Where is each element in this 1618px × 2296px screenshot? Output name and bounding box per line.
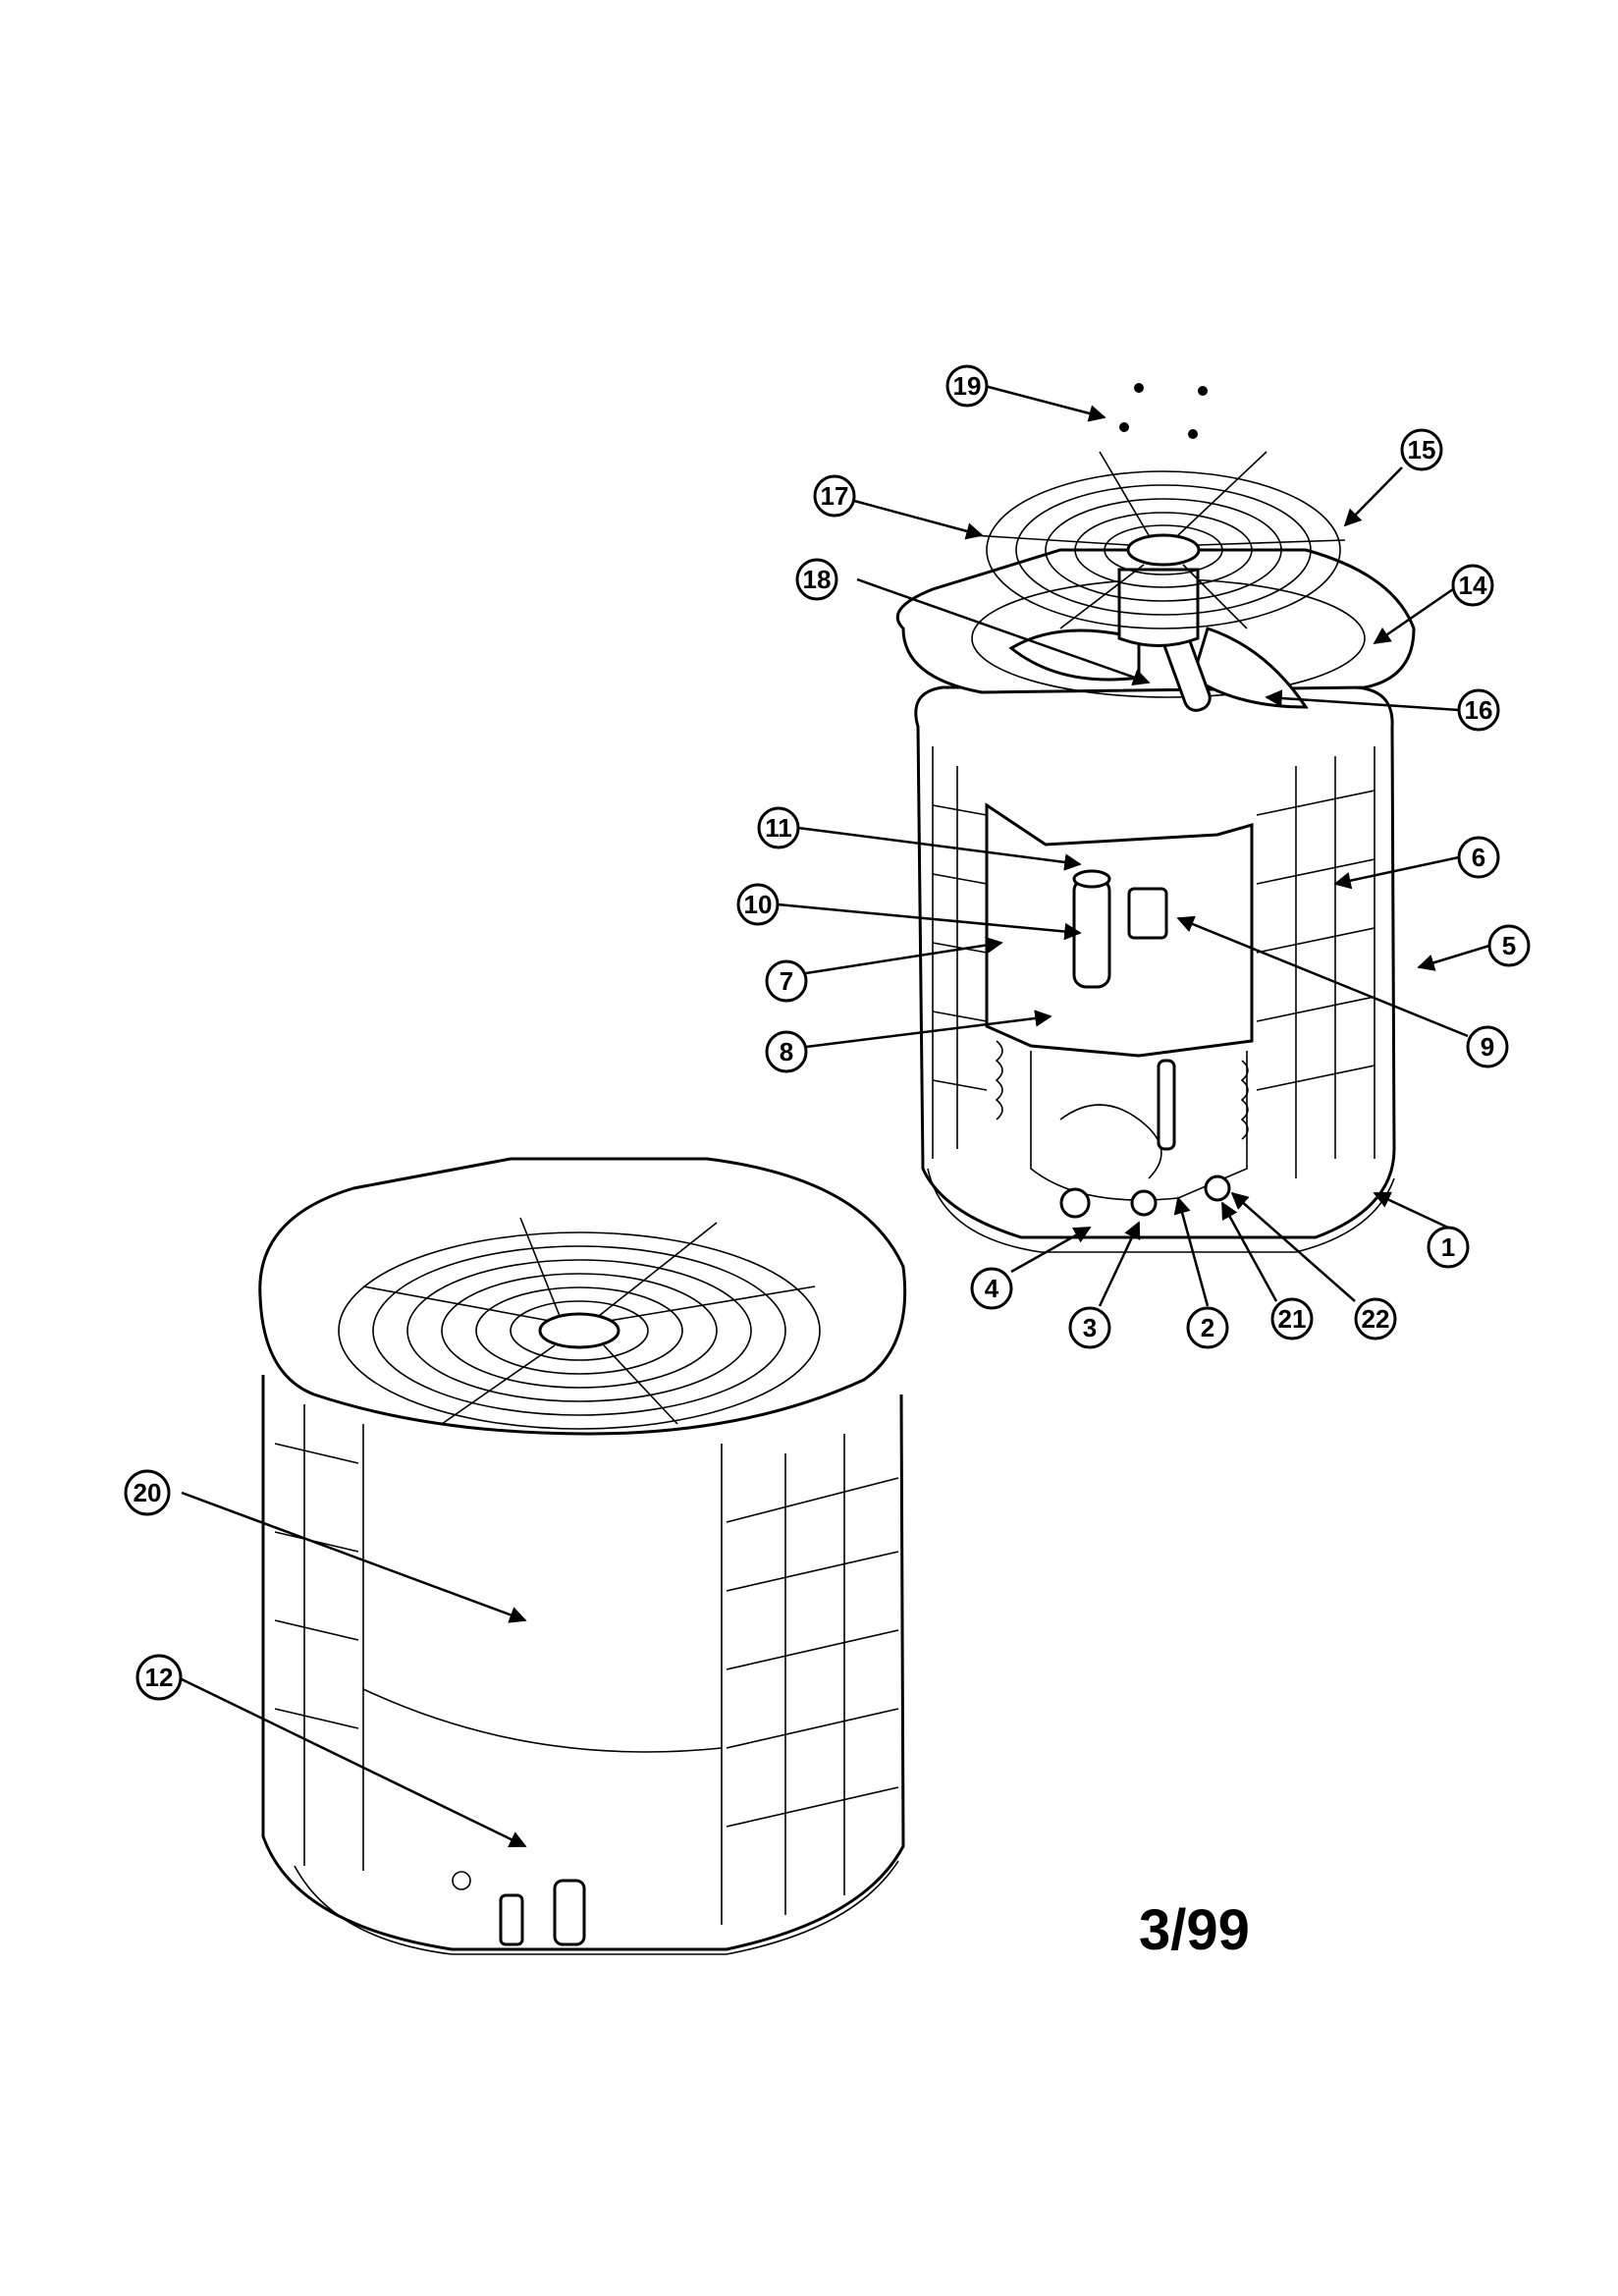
svg-text:16: 16 bbox=[1465, 695, 1493, 725]
contactor bbox=[1127, 887, 1168, 940]
callout-4: 4 bbox=[970, 1267, 1013, 1310]
fan-guard-assembled bbox=[338, 1217, 821, 1430]
callout-20: 20 bbox=[124, 1469, 171, 1516]
callout-17: 17 bbox=[813, 474, 856, 518]
callout-7: 7 bbox=[765, 959, 808, 1003]
svg-text:2: 2 bbox=[1201, 1313, 1214, 1342]
svg-text:3: 3 bbox=[1083, 1313, 1097, 1342]
svg-text:17: 17 bbox=[821, 481, 849, 511]
callout-22: 22 bbox=[1354, 1297, 1397, 1340]
callout-18: 18 bbox=[795, 558, 838, 601]
svg-text:12: 12 bbox=[145, 1663, 174, 1692]
callout-5: 5 bbox=[1487, 924, 1531, 967]
callout-11: 11 bbox=[757, 806, 800, 849]
svg-text:5: 5 bbox=[1502, 931, 1516, 960]
svg-text:19: 19 bbox=[953, 371, 982, 401]
svg-text:15: 15 bbox=[1408, 435, 1436, 465]
callout-2: 2 bbox=[1186, 1306, 1229, 1349]
svg-text:6: 6 bbox=[1472, 843, 1485, 872]
coil-grid-left bbox=[932, 766, 988, 1149]
svg-text:7: 7 bbox=[780, 966, 793, 996]
callout-21: 21 bbox=[1270, 1297, 1314, 1340]
callout-16: 16 bbox=[1457, 688, 1500, 732]
coil-grid-assembled bbox=[274, 1404, 899, 1915]
svg-text:8: 8 bbox=[780, 1037, 793, 1066]
callout-19: 19 bbox=[945, 364, 989, 408]
capacitor bbox=[1072, 869, 1111, 989]
svg-text:18: 18 bbox=[803, 565, 832, 594]
svg-text:14: 14 bbox=[1459, 571, 1487, 600]
coil-grid-right bbox=[1256, 756, 1375, 1178]
svg-text:9: 9 bbox=[1481, 1032, 1494, 1062]
date-code: 3/99 bbox=[1139, 1898, 1250, 1962]
fan-guard-screws bbox=[1119, 383, 1208, 439]
callout-10: 10 bbox=[736, 883, 780, 926]
callout-3: 3 bbox=[1068, 1306, 1111, 1349]
assembled-condenser-unit bbox=[258, 1157, 907, 1955]
callout-1: 1 bbox=[1427, 1226, 1470, 1269]
svg-text:1: 1 bbox=[1441, 1232, 1455, 1262]
exploded-condenser-unit bbox=[895, 383, 1416, 1253]
callout-8: 8 bbox=[765, 1030, 808, 1073]
svg-text:10: 10 bbox=[744, 890, 773, 919]
fan-guard-exploded bbox=[971, 451, 1346, 629]
callout-12: 12 bbox=[135, 1654, 183, 1701]
callout-14: 14 bbox=[1451, 564, 1494, 607]
svg-text:11: 11 bbox=[765, 813, 792, 843]
svg-text:4: 4 bbox=[985, 1274, 999, 1303]
svg-text:22: 22 bbox=[1362, 1304, 1390, 1334]
svg-text:21: 21 bbox=[1278, 1304, 1307, 1334]
callout-15: 15 bbox=[1400, 428, 1443, 471]
callout-6: 6 bbox=[1457, 836, 1500, 879]
callout-9: 9 bbox=[1466, 1025, 1509, 1068]
leader-lines bbox=[181, 384, 1490, 1848]
svg-text:20: 20 bbox=[134, 1478, 162, 1507]
